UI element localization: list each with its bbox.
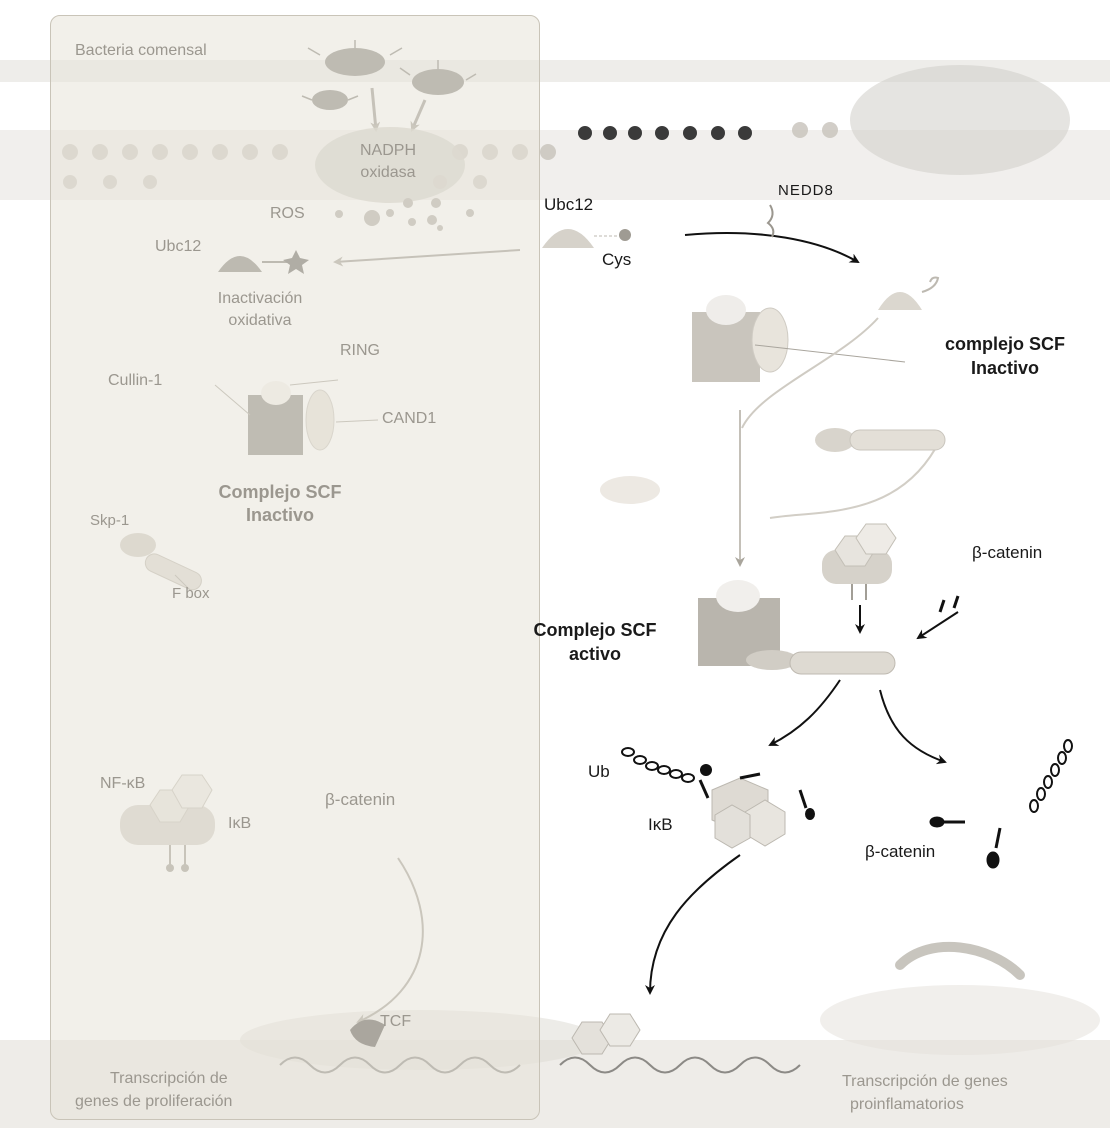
right-catenin-marks — [940, 596, 958, 612]
label-ring: RING — [340, 342, 380, 360]
label-right-scf-inactive-line2: Inactivo — [905, 358, 1105, 379]
label-ubc12-left: Ubc12 — [155, 238, 201, 256]
catenin-fragments — [931, 818, 1000, 867]
label-left-transcription-line1: Transcripción de — [110, 1070, 228, 1088]
label-nadph-oxidase-line2: oxidasa — [333, 164, 443, 182]
to-ikb-degradation-arrow — [770, 680, 840, 745]
right-nfkb-ikb-shape — [822, 524, 896, 600]
label-oxidative-inactivation-line1: Inactivación — [185, 290, 335, 308]
label-right-transcription-line1: Transcripción de genes — [842, 1073, 1008, 1091]
label-tcf: TCF — [380, 1013, 411, 1031]
label-cullin-1: Cullin-1 — [108, 372, 162, 390]
label-ros: ROS — [270, 205, 305, 223]
to-catenin-degradation-arrow — [880, 690, 945, 762]
label-right-ikb: IκB — [648, 815, 673, 835]
skp1-fbox-join-line — [770, 440, 940, 518]
label-left-beta-catenin: β-catenin — [325, 790, 395, 810]
commensal-bacteria-panel — [50, 15, 540, 1120]
right-ubc12-shape — [542, 229, 631, 248]
label-cand1: CAND1 — [382, 410, 436, 428]
catenin-to-scf-arrow — [918, 612, 958, 638]
label-scf-active-line1: Complejo SCF — [520, 620, 670, 641]
nedd8-shape — [768, 205, 773, 237]
label-ub: Ub — [588, 762, 610, 782]
label-left-ikb: IκB — [228, 815, 251, 833]
label-cys: Cys — [602, 250, 631, 270]
label-beta-catenin-bottom: β-catenin — [865, 842, 935, 862]
nfkb-translocation-arrow — [650, 855, 740, 993]
label-scf-active-line2: activo — [520, 644, 670, 665]
label-left-nf-kb: NF-κB — [100, 775, 145, 793]
label-left-scf-complex-line2: Inactivo — [200, 505, 360, 526]
proteasome-shape — [700, 764, 815, 848]
label-skp-1: Skp-1 — [90, 512, 129, 529]
label-beta-catenin-top: β-catenin — [972, 543, 1042, 563]
ubiquitin-chain-left — [622, 748, 694, 782]
label-right-transcription-line2: proinflamatorios — [850, 1096, 964, 1114]
label-nadph-oxidase-line1: NADPH — [333, 142, 443, 160]
ubc12-nedd8-shape — [878, 278, 938, 311]
ubiquitin-chain-right — [1030, 740, 1072, 812]
label-commensal-bacteria: Bacteria comensal — [75, 42, 207, 60]
label-right-scf-inactive-line1: complejo SCF — [905, 334, 1105, 355]
label-nedd8: NEDD8 — [778, 182, 834, 199]
label-f-box: F box — [172, 585, 210, 602]
label-left-scf-complex-line1: Complejo SCF — [200, 482, 360, 503]
label-oxidative-inactivation-line2: oxidativa — [185, 312, 335, 330]
label-ubc12-right: Ubc12 — [544, 195, 593, 215]
label-left-transcription-line2: genes de proliferación — [75, 1093, 232, 1111]
right-scf-inactive-shape — [692, 295, 905, 428]
nedd8-transfer-arrow — [685, 233, 858, 262]
